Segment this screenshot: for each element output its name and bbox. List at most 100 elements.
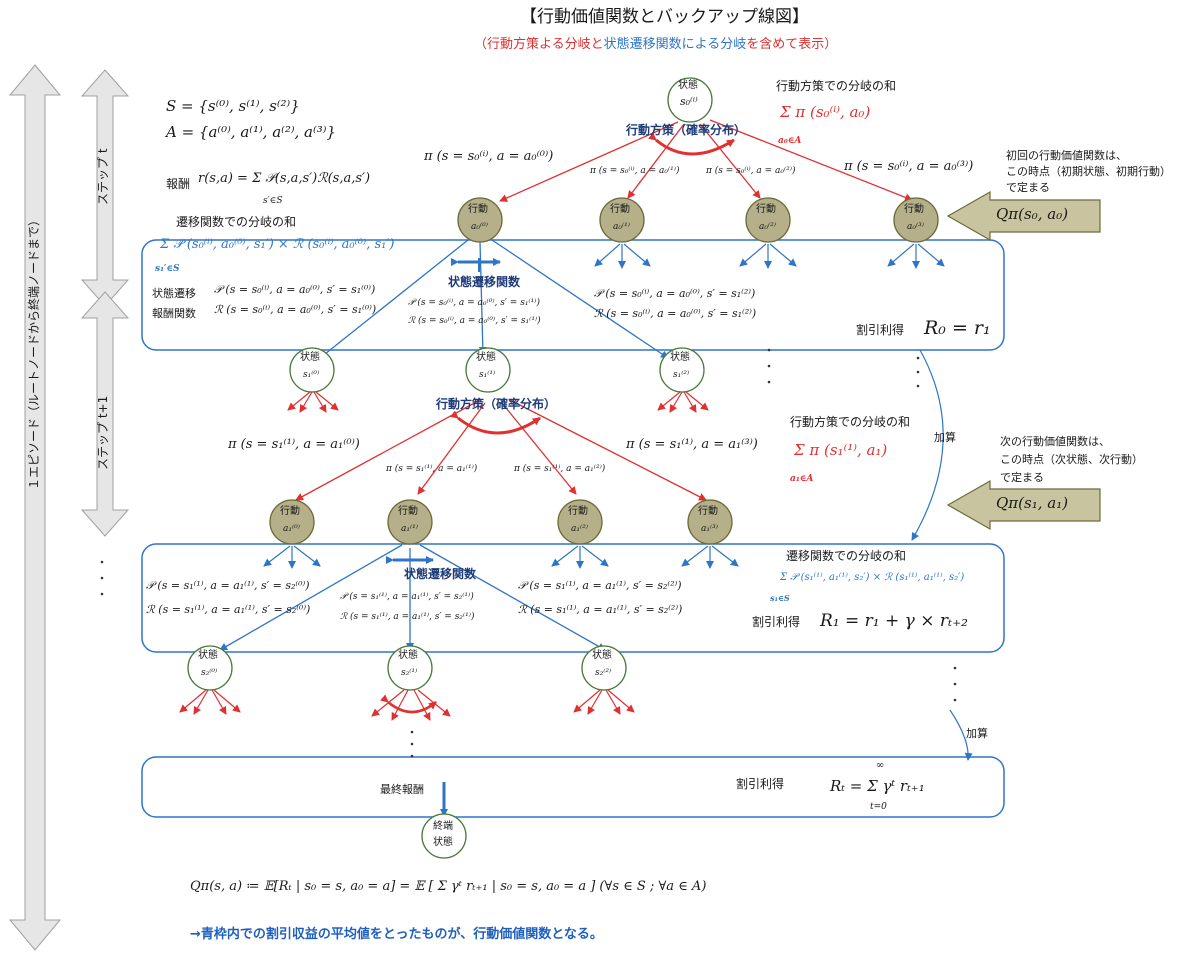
add-label-2: 加算 — [966, 727, 988, 740]
terminal-return-formula: Rₜ = Σ γᵗ rₜ₊₁ — [830, 777, 925, 795]
subtitle-transition: 状態遷移関数による分岐 — [603, 37, 747, 52]
pi-1-0: π (s = s₁⁽¹⁾, a = a₁⁽⁰⁾) — [228, 437, 360, 452]
reward-formula: r(s,a) = Σ 𝒫(s,a,s′)ℛ(s,a,s′) — [198, 171, 371, 186]
action-node-a1-3 — [687, 499, 733, 545]
state-node-s1-2 — [659, 347, 705, 393]
action-label-a1-2: 行動 — [568, 506, 588, 517]
r-1-0: ℛ (s = s₁⁽¹⁾, a = a₁⁽¹⁾, s′ = s₂⁽⁰⁾) — [146, 603, 311, 616]
reward-sum-sub: s′∈S — [263, 196, 283, 206]
policy-label-0: 行動方策（確率分布） — [626, 123, 747, 137]
return-formula-1: R₁ = r₁ + γ × rₜ₊₂ — [820, 611, 968, 631]
p-0-1: 𝒫 (s = s₀⁽ⁱ⁾, a = a₀⁽⁰⁾, s′ = s₁⁽¹⁾) — [408, 298, 540, 308]
policy-sum-sub-1: a₁∈A — [790, 474, 814, 484]
terminal-node-line2: 状態 — [433, 837, 453, 848]
policy-sum-title-0: 行動方策での分岐の和 — [776, 79, 897, 93]
state-s1-2-label: 状態 — [670, 352, 690, 363]
action-sub-a1-1: a₁⁽¹⁾ — [401, 524, 419, 534]
trans-sum-title-0: 遷移関数での分岐の和 — [176, 215, 297, 229]
action-sub-a0-1: a₀⁽¹⁾ — [613, 222, 631, 232]
final-reward-label: 最終報酬 — [380, 783, 424, 796]
trans-label-0: 状態遷移関数 — [448, 275, 521, 289]
trans-sum-sub-1: s₁∈S — [770, 593, 790, 603]
state-node-terminal — [421, 813, 467, 859]
state-node-s2-2 — [581, 645, 627, 691]
subtitle-and: と — [590, 37, 604, 52]
return-label-0: 割引利得 — [856, 323, 905, 337]
state-s0-sub: s₀⁽ⁱ⁾ — [680, 95, 698, 108]
q-label-0: Qπ(s₀, a₀) — [996, 205, 1069, 223]
ellipsis-dots — [100, 348, 957, 758]
subtitle-tail: を含めて表示） — [746, 37, 838, 52]
pi-0-1: π (s = s₀⁽ⁱ⁾, a = a₀⁽¹⁾) — [590, 166, 680, 176]
state-nodes — [187, 77, 713, 859]
state-node-s0 — [667, 77, 713, 123]
action-node-a0-1 — [599, 197, 645, 243]
state-s2-1-label: 状態 — [398, 650, 418, 661]
step-t1-label: ステップ t+1 — [96, 395, 110, 470]
action-label-a0-0: 行動 — [468, 204, 488, 215]
policy-arrows-step0 — [499, 119, 913, 202]
terminal-sum-bottom: t=0 — [870, 802, 887, 812]
subtitle-open: （ — [474, 37, 488, 52]
r-0-0: ℛ (s = s₀⁽ⁱ⁾, a = a₀⁽⁰⁾, s′ = s₁⁽⁰⁾) — [214, 303, 377, 316]
p-1-1: 𝒫 (s = s₁⁽¹⁾, a = a₁⁽¹⁾, s′ = s₂⁽¹⁾) — [340, 592, 474, 602]
step-t-label: ステップ t — [96, 148, 110, 205]
action-fans-step1 — [263, 545, 739, 569]
action-label-a0-2: 行動 — [756, 204, 776, 215]
state-node-s1-1 — [465, 347, 511, 393]
p-label-0: 状態遷移 — [152, 287, 196, 300]
episode-arrow — [8, 64, 62, 951]
action-sub-a0-3: a₀⁽³⁾ — [907, 222, 925, 232]
action-nodes — [269, 197, 939, 545]
pi-0-3: π (s = s₀⁽ⁱ⁾, a = a₀⁽³⁾) — [844, 159, 974, 174]
q-note-0-line3: で定まる — [1006, 181, 1050, 194]
state-s1-0-label: 状態 — [300, 352, 320, 363]
state-s1-2-sub: s₁⁽²⁾ — [673, 370, 690, 380]
state-node-s2-0 — [187, 645, 233, 691]
return-label-1: 割引利得 — [752, 615, 801, 629]
policy-sum-1: Σ π (s₁⁽¹⁾, a₁) — [794, 441, 888, 459]
trans-label-1: 状態遷移関数 — [404, 567, 477, 581]
step-t1-arrow — [80, 291, 130, 537]
action-sub-a1-0: a₁⁽⁰⁾ — [283, 524, 301, 534]
action-label-a1-3: 行動 — [698, 506, 718, 517]
state-node-s2-1 — [387, 645, 433, 691]
action-node-a1-0 — [269, 499, 315, 545]
p-1-2: 𝒫 (s = s₁⁽¹⁾, a = a₁⁽¹⁾, s′ = s₂⁽²⁾) — [518, 579, 682, 592]
q-arrow-shape-0 — [946, 190, 1101, 242]
action-node-a1-2 — [557, 499, 603, 545]
backup-box-step0 — [141, 239, 1005, 351]
pi-0-2: π (s = s₀⁽ⁱ⁾, a = a₀⁽²⁾) — [706, 166, 796, 176]
action-fans-step0 — [594, 243, 945, 269]
pi-1-2: π (s = s₁⁽¹⁾, a = a₁⁽²⁾) — [514, 464, 606, 474]
trans-sum-sub-0: s₁′∈S — [155, 264, 180, 274]
transition-arrows-step1 — [219, 544, 606, 651]
action-node-a0-0 — [457, 197, 503, 243]
subtitle-policy: 行動方策よる分岐 — [487, 37, 591, 52]
addition-arrows — [911, 349, 973, 761]
action-label-a0-3: 行動 — [904, 204, 924, 215]
backup-box-terminal — [141, 756, 1005, 818]
state-s2-0-sub: s₂⁽⁰⁾ — [201, 668, 218, 678]
action-label-a1-1: 行動 — [398, 506, 418, 517]
state-node-s1-0 — [289, 347, 335, 393]
terminal-sum-top: ∞ — [876, 760, 885, 771]
state-s2-2-sub: s₂⁽²⁾ — [595, 668, 612, 678]
r-label-0: 報酬関数 — [152, 307, 196, 320]
action-node-a0-3 — [893, 197, 939, 243]
pi-1-1: π (s = s₁⁽¹⁾, a = a₁⁽¹⁾) — [386, 464, 478, 474]
policy-label-1: 行動方策（確率分布） — [436, 397, 557, 411]
state-s2-0-label: 状態 — [198, 650, 218, 661]
p-0-0: 𝒫 (s = s₀⁽ⁱ⁾, a = a₀⁽⁰⁾, s′ = s₁⁽⁰⁾) — [214, 283, 376, 296]
action-sub-a0-2: a₀⁽²⁾ — [759, 222, 777, 232]
action-node-a1-1 — [387, 499, 433, 545]
page-subtitle: （行動方策よる分岐と状態遷移関数による分岐を含めて表示） — [474, 37, 838, 53]
q-note-1-line1: 次の行動価値関数は、 — [1000, 435, 1110, 448]
q-note-1-line3: で定まる — [1000, 471, 1044, 484]
q-note-0-line2: この時点（初期状態、初期行動） — [1006, 165, 1171, 178]
state-s0-label: 状態 — [678, 80, 698, 91]
action-sub-a1-3: a₁⁽³⁾ — [701, 524, 719, 534]
return-formula-0: R₀ = r₁ — [924, 317, 991, 339]
p-0-2: 𝒫 (s = s₀⁽ⁱ⁾, a = a₀⁽⁰⁾, s′ = s₁⁽²⁾) — [594, 287, 756, 300]
